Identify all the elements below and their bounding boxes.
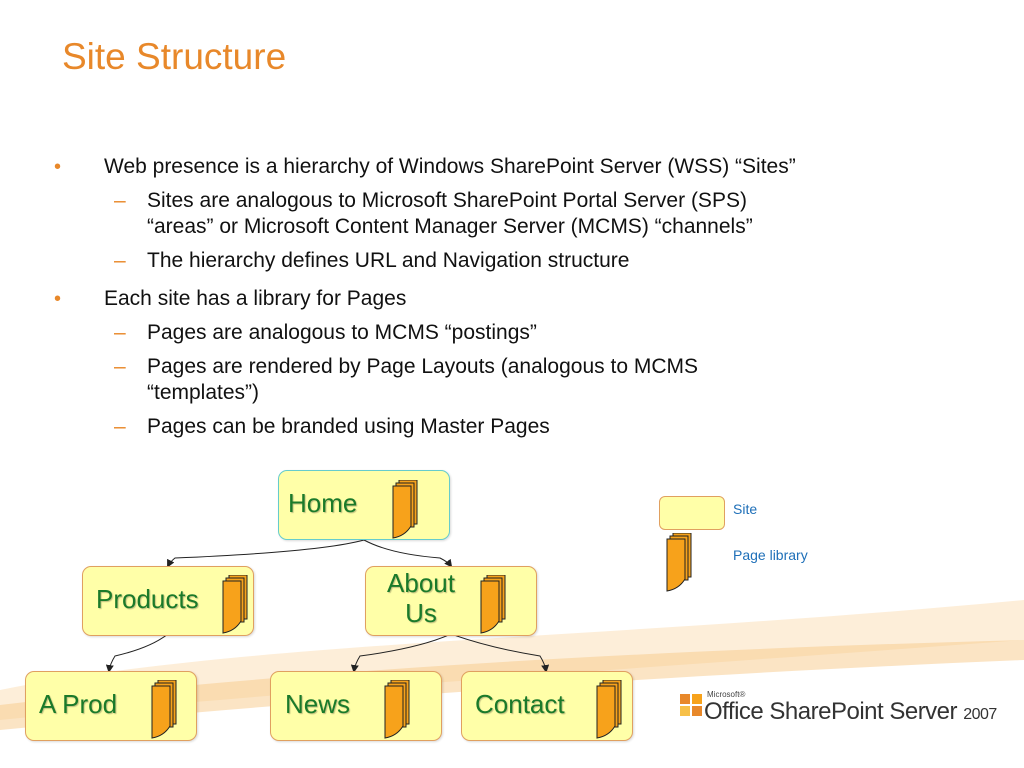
logo-product-text: Office SharePoint Server 2007 xyxy=(704,698,997,726)
sub-bullet-item: – The hierarchy defines URL and Navigati… xyxy=(54,248,984,274)
bullet-item: • Web presence is a hierarchy of Windows… xyxy=(54,154,984,180)
node-label-products: Products xyxy=(96,584,199,614)
sub-bullet-item: – Pages are rendered by Page Layouts (an… xyxy=(54,354,984,406)
edge-about-news xyxy=(350,633,452,673)
bullet-text: Each site has a library for Pages xyxy=(104,287,407,310)
sub-bullet-text: Pages are analogous to MCMS “postings” xyxy=(147,321,537,344)
logo-product-name: Office SharePoint Server xyxy=(704,698,958,725)
legend-page-library-icon xyxy=(666,533,692,592)
sub-bullet-text: Pages are rendered by Page Layouts (anal… xyxy=(147,355,698,378)
bullet-dot-icon: • xyxy=(54,156,62,178)
page-library-icon xyxy=(151,680,177,739)
dash-icon: – xyxy=(114,321,126,344)
bullet-list: • Web presence is a hierarchy of Windows… xyxy=(54,150,984,440)
page-library-icon xyxy=(596,680,622,739)
site-node-about-us xyxy=(365,566,537,636)
sub-bullet-item: – Pages are analogous to MCMS “postings” xyxy=(54,320,984,346)
sub-bullet-text: “templates”) xyxy=(147,381,260,404)
office-logo-icon xyxy=(680,694,702,716)
sub-bullet-text: Sites are analogous to Microsoft SharePo… xyxy=(147,189,747,212)
node-label-news: News xyxy=(285,689,351,719)
page-library-icon xyxy=(222,575,248,634)
edge-home-about xyxy=(363,539,453,568)
legend-page-library-label: Page library xyxy=(733,547,808,563)
sub-bullet-item: – Pages can be branded using Master Page… xyxy=(54,414,984,440)
sub-bullet-item: – Sites are analogous to Microsoft Share… xyxy=(54,188,984,240)
page-library-icon xyxy=(392,480,418,539)
dash-icon: – xyxy=(114,415,126,438)
bullet-text: Web presence is a hierarchy of Windows S… xyxy=(104,155,796,178)
site-node-home xyxy=(278,470,450,540)
sub-bullet-text: The hierarchy defines URL and Navigation… xyxy=(147,249,630,272)
bullet-item: • Each site has a library for Pages xyxy=(54,286,984,312)
legend-site-label: Site xyxy=(733,501,758,517)
dash-icon: – xyxy=(114,189,126,212)
legend-site-swatch xyxy=(659,496,725,530)
logo-year: 2007 xyxy=(963,706,997,723)
node-label-contact: Contact xyxy=(475,689,565,719)
bullet-dot-icon: • xyxy=(54,288,62,310)
logo-microsoft-text: Microsoft® xyxy=(707,690,746,699)
page-title: Site Structure xyxy=(62,36,287,77)
edge-home-products xyxy=(167,539,365,568)
node-label-about-us: About Us xyxy=(378,568,464,628)
node-label-a-prod: A Prod xyxy=(39,689,118,719)
dash-icon: – xyxy=(114,249,126,272)
page-library-icon xyxy=(480,575,506,634)
dash-icon: – xyxy=(114,355,126,378)
node-label-home: Home xyxy=(288,488,358,518)
node-label-about-line2: Us xyxy=(405,598,437,628)
edge-products-aprod xyxy=(105,633,169,673)
edge-about-contact xyxy=(450,633,550,673)
sub-bullet-text: “areas” or Microsoft Content Manager Ser… xyxy=(147,215,753,238)
node-label-about-line1: About xyxy=(387,568,455,598)
sub-bullet-text: Pages can be branded using Master Pages xyxy=(147,415,550,438)
page-library-icon xyxy=(384,680,410,739)
site-node-news xyxy=(270,671,442,741)
